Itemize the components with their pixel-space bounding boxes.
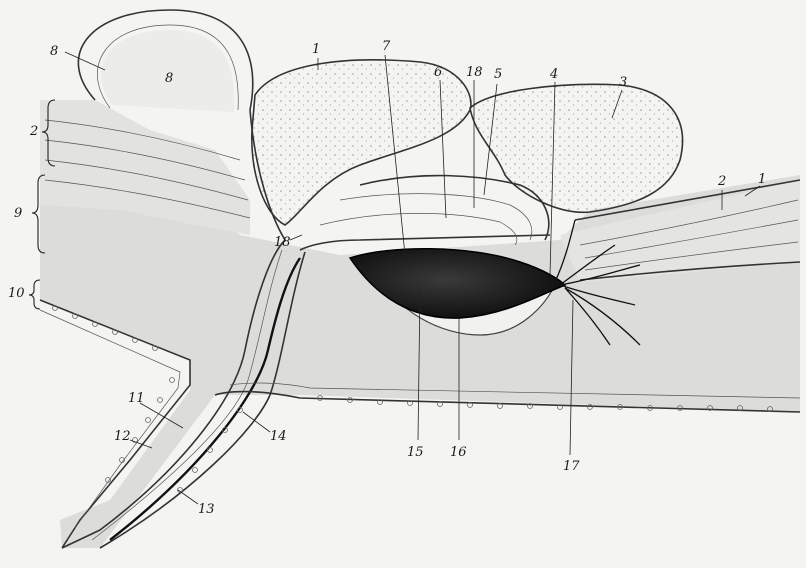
- label-18-top: 18: [466, 65, 483, 80]
- label-11: 11: [128, 391, 145, 406]
- label-8-left: 8: [50, 44, 58, 59]
- label-9: 9: [14, 206, 22, 221]
- label-6: 6: [434, 65, 442, 80]
- label-2-left: 2: [29, 124, 38, 139]
- vesicle-3: [470, 84, 683, 212]
- label-1-top: 1: [312, 42, 320, 57]
- label-2-right: 2: [717, 174, 726, 189]
- label-8-inner: 8: [165, 71, 173, 86]
- membrane-layer-5: [360, 176, 549, 240]
- label-18-mid: 18: [274, 235, 291, 250]
- label-1-right: 1: [758, 172, 766, 187]
- label-14: 14: [270, 429, 287, 444]
- label-13: 13: [198, 502, 215, 517]
- label-16: 16: [450, 445, 467, 460]
- label-3: 3: [619, 75, 627, 90]
- label-15: 15: [407, 445, 424, 460]
- label-4: 4: [549, 67, 558, 82]
- label-7: 7: [382, 39, 391, 54]
- vesicle-1: [252, 60, 471, 225]
- bead-row-lower: [178, 396, 773, 493]
- membrane-layer-6: [340, 194, 532, 240]
- label-5: 5: [494, 67, 502, 82]
- label-17: 17: [563, 459, 580, 474]
- label-12: 12: [114, 429, 131, 444]
- label-10: 10: [8, 286, 25, 301]
